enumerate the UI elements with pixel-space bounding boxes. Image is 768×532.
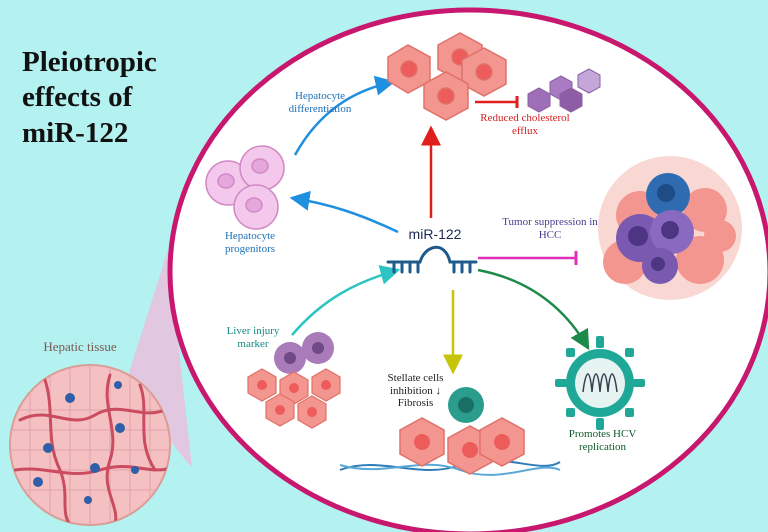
tumor-mass-icon [598, 156, 742, 300]
progenitor-arrow [289, 190, 399, 234]
mir122-label: miR-122 [408, 226, 462, 242]
injury-arrow [291, 265, 401, 336]
differentiation-arrow [293, 75, 396, 156]
liver-tissue-icon [9, 364, 171, 526]
progenitors-label: Hepatocyte progenitors [224, 230, 276, 255]
tumor-label: Tumor suppression in HCC [502, 216, 598, 241]
injury-label: Liver injury marker [226, 325, 280, 350]
hcv-label: Promotes HCV replication [568, 428, 637, 453]
cholesterol-label: Reduced cholesterol efflux [480, 112, 570, 137]
differentiation-label: Hepatocyte differentiation [288, 90, 352, 115]
stellate-label: Stellate cells inhibition ↓ Fibrosis [387, 372, 444, 410]
mirna-hairpin-icon [386, 245, 478, 274]
hcv-arrow [477, 268, 590, 351]
figure-title: Pleiotropic effects of miR-122 [22, 46, 157, 149]
progenitor-cells-icon [205, 145, 285, 230]
injured-cells-icon [247, 332, 341, 429]
stellate-cell-icon [339, 387, 561, 476]
cholesterol-molecule-icon [527, 68, 601, 113]
magnification-wedge [125, 250, 192, 468]
hcv-virus-icon [555, 336, 645, 430]
hepatocyte-cluster-icon [387, 32, 507, 121]
tissue-label: Hepatic tissue [43, 339, 117, 354]
